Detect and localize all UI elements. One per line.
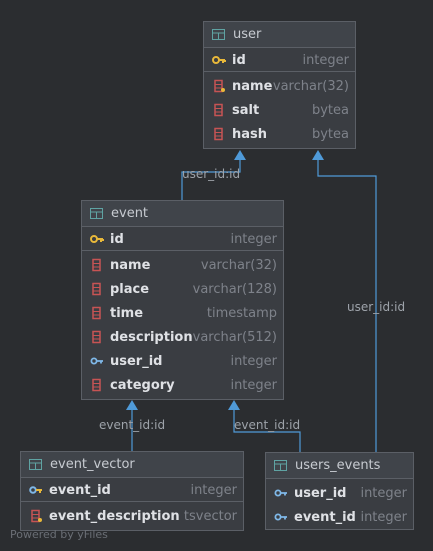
column-icon (92, 282, 101, 296)
edge-label-event-user: user_id:id (182, 167, 241, 181)
primary-key-icon (212, 56, 226, 64)
column-type: varchar(512) (192, 329, 277, 345)
table-header[interactable]: user (204, 22, 355, 48)
column-icon (92, 330, 101, 344)
column-type: integer (230, 353, 277, 369)
table-name: user (233, 27, 262, 42)
column-name: salt (232, 102, 260, 118)
column-name: event_id (49, 482, 111, 498)
edge-label-users-events-user: user_id:id (347, 300, 406, 314)
table-user[interactable]: user id integer name varchar(32) (203, 21, 356, 149)
table-event-vector[interactable]: event_vector event_id integer event_desc… (20, 451, 244, 531)
table-icon (90, 208, 103, 219)
column-row[interactable]: name varchar(32) (204, 74, 355, 98)
column-name: event_id (294, 509, 356, 525)
column-icon (92, 378, 101, 392)
column-type: integer (360, 509, 407, 525)
table-icon (212, 29, 225, 40)
column-row[interactable]: name varchar(32) (82, 253, 283, 277)
edge-users-events-to-user (317, 158, 377, 452)
table-icon (29, 459, 42, 470)
column-icon (214, 127, 223, 141)
primary-foreign-key-icon (29, 486, 42, 494)
edge-label-users-events-event: event_id:id (234, 418, 301, 432)
powered-by-footer: Powered by yFiles (10, 528, 108, 541)
column-row-fk[interactable]: user_id integer (82, 349, 283, 373)
column-type: integer (190, 482, 237, 498)
table-name: event_vector (50, 457, 135, 472)
table-icon (274, 460, 287, 471)
table-header[interactable]: event (82, 201, 283, 227)
arrowhead (234, 150, 246, 160)
arrowhead (228, 400, 240, 410)
column-icon (214, 103, 223, 117)
column-name: user_id (294, 485, 347, 501)
table-header[interactable]: event_vector (21, 452, 243, 478)
column-name: id (232, 52, 246, 68)
column-type: integer (360, 485, 407, 501)
column-icon (31, 509, 42, 523)
column-row-pk[interactable]: id integer (204, 48, 355, 72)
arrowhead (312, 150, 324, 160)
column-row[interactable]: time timestamp (82, 301, 283, 325)
foreign-key-icon (274, 489, 287, 497)
column-type: bytea (311, 126, 349, 142)
column-name: description (110, 329, 193, 345)
foreign-key-icon (274, 513, 287, 521)
column-icon (92, 258, 101, 272)
column-row[interactable]: description varchar(512) (82, 325, 283, 349)
column-row[interactable]: category integer (82, 373, 283, 397)
column-row-fk[interactable]: user_id integer (266, 481, 413, 505)
column-name: hash (232, 126, 268, 142)
column-name: event_description (49, 508, 180, 524)
column-name: name (110, 257, 151, 273)
table-name: event (111, 206, 149, 221)
column-row[interactable]: salt bytea (204, 98, 355, 122)
column-type: integer (302, 52, 349, 68)
column-type: varchar(32) (200, 257, 277, 273)
column-name: name (232, 78, 273, 94)
table-name: users_events (295, 458, 381, 473)
table-users-events[interactable]: users_events user_id integer event_id in… (265, 452, 414, 530)
column-type: varchar(32) (272, 78, 349, 94)
column-type: integer (230, 231, 277, 247)
column-type: varchar(128) (192, 281, 277, 297)
column-type: integer (230, 377, 277, 393)
column-type: bytea (311, 102, 349, 118)
edge-event-to-user (181, 158, 241, 200)
column-name: time (110, 305, 144, 321)
arrowhead (126, 400, 138, 410)
column-row[interactable]: place varchar(128) (82, 277, 283, 301)
column-name: id (110, 231, 124, 247)
table-header[interactable]: users_events (266, 453, 413, 479)
column-type: tsvector (183, 508, 237, 524)
column-type: timestamp (206, 305, 277, 321)
column-row[interactable]: hash bytea (204, 122, 355, 146)
edge-users-events-to-event (233, 410, 301, 452)
column-row-fk[interactable]: event_id integer (266, 505, 413, 529)
column-name: category (110, 377, 175, 393)
foreign-key-icon (90, 357, 103, 365)
primary-key-icon (90, 235, 104, 243)
table-event[interactable]: event id integer name varchar(32) pla (81, 200, 284, 400)
column-row[interactable]: event_description tsvector (21, 504, 243, 528)
column-icon (214, 79, 225, 93)
column-icon (92, 306, 101, 320)
column-row-pk[interactable]: event_id integer (21, 478, 243, 502)
column-row-pk[interactable]: id integer (82, 227, 283, 251)
edge-label-event-vector-event: event_id:id (99, 418, 166, 432)
column-name: place (110, 281, 150, 297)
column-name: user_id (110, 353, 163, 369)
